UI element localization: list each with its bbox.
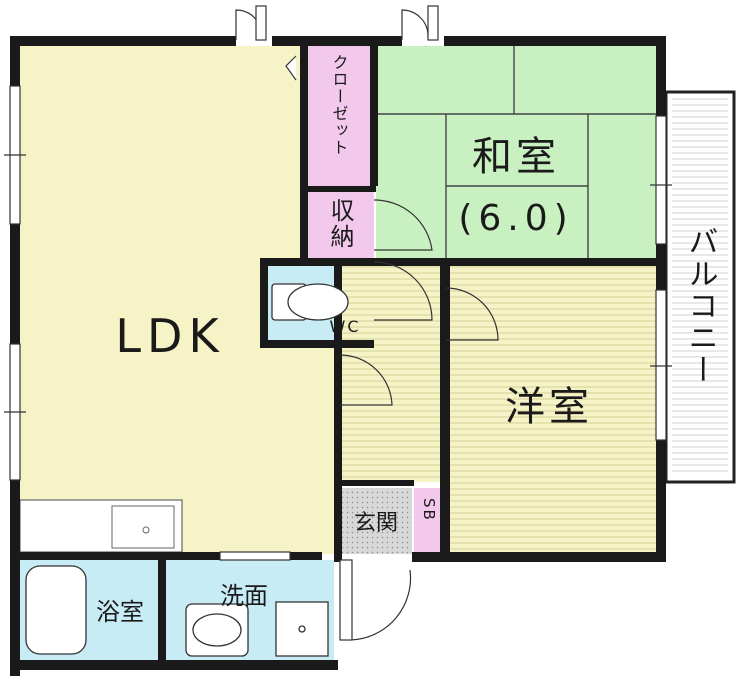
yoshitsu-label: 洋室	[505, 384, 593, 430]
tatami-lines	[376, 46, 656, 258]
washitsu-label: 和室	[472, 134, 560, 180]
ldk-label: LDK	[115, 309, 224, 363]
entrance-tile	[340, 488, 412, 554]
toilet	[271, 283, 349, 321]
balcony-label: バルコニー	[683, 226, 718, 386]
shoe-box	[414, 488, 444, 552]
storage-label: 収納	[326, 198, 354, 250]
doors	[235, 5, 499, 641]
yoshitsu-flooring	[446, 262, 656, 552]
washitsu-size: (6.0)	[458, 198, 573, 239]
hallway-flooring	[336, 262, 446, 482]
washitsu-room	[376, 46, 656, 258]
bath-label: 浴室	[96, 598, 144, 626]
kitchen-sink	[111, 505, 175, 549]
entrance-label: 玄関	[354, 511, 398, 536]
walls	[10, 36, 666, 676]
washing-machine-pan	[275, 601, 329, 657]
wc-label: WC	[330, 317, 361, 336]
balcony-floor	[672, 98, 728, 476]
sink-drain	[142, 526, 150, 534]
washroom-label: 洗面	[220, 582, 268, 610]
bathtub	[25, 565, 87, 655]
window-ticks	[4, 154, 672, 413]
storage-closet	[306, 190, 374, 262]
closet-label: クローゼット	[330, 54, 349, 156]
shoebox-label: SB	[420, 498, 438, 522]
closet	[306, 46, 374, 186]
wash-basin	[185, 603, 249, 657]
